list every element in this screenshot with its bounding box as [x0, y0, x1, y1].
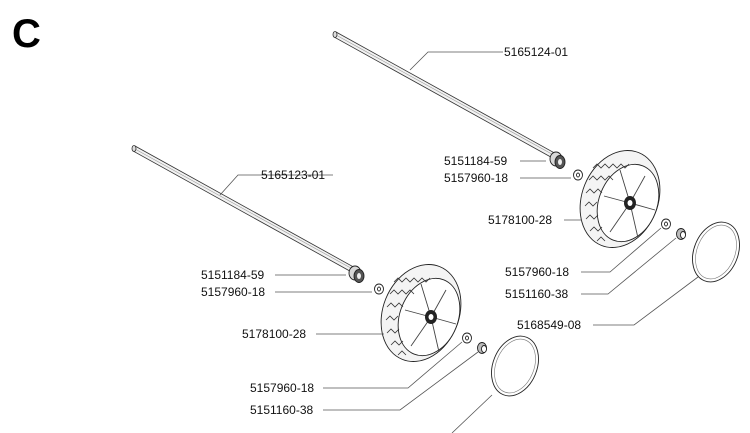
label-axle-top: 5165124-01	[504, 45, 568, 59]
label-axle-bottom: 5165123-01	[261, 168, 325, 182]
label-washer-bottom-inner: 5157960-18	[201, 285, 265, 299]
hubcap-bottom	[491, 335, 539, 397]
label-washer-top-outer: 5157960-18	[505, 265, 569, 279]
washer-top-inner	[573, 169, 583, 181]
wheel-top	[579, 150, 661, 248]
washer-bottom-outer	[462, 332, 472, 344]
label-washer-bottom-outer: 5157960-18	[250, 381, 314, 395]
clip-bottom	[477, 342, 487, 354]
wheel-bottom	[380, 264, 462, 362]
washer-bottom-inner	[374, 283, 384, 295]
label-wheel-top: 5178100-28	[488, 213, 552, 227]
clip-top	[676, 228, 686, 240]
label-washer-top-inner: 5157960-18	[444, 171, 508, 185]
label-wheel-bottom: 5178100-28	[242, 327, 306, 341]
label-hubcap-top: 5168549-08	[517, 318, 581, 332]
bushing-top	[549, 151, 566, 169]
washer-top-outer	[661, 218, 671, 230]
bushing-bottom	[348, 265, 365, 283]
leader-lines	[219, 51, 699, 433]
label-bushing-top: 5151184-59	[444, 154, 507, 168]
hubcap-top	[692, 221, 740, 283]
label-bushing-bottom: 5151184-59	[201, 268, 264, 282]
part-labels: 5165124-01 5151184-59 5157960-18 5178100…	[201, 45, 581, 417]
section-letter: C	[12, 12, 41, 56]
label-clip-bottom: 5151160-38	[250, 403, 313, 417]
axle-bottom	[131, 145, 360, 276]
label-clip-top: 5151160-38	[505, 287, 568, 301]
